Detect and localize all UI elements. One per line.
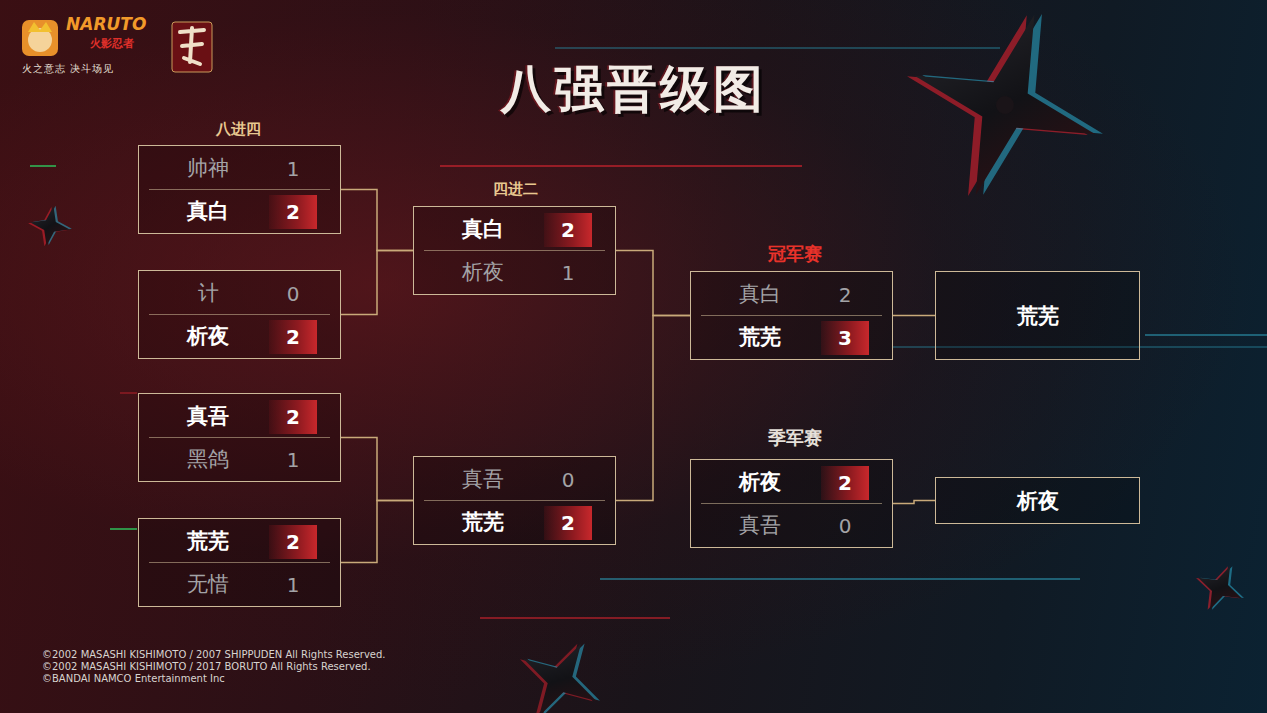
player-row: 析夜2 <box>149 316 331 357</box>
match-score: 1 <box>269 152 317 186</box>
winner-name: 荒芜 <box>936 272 1139 359</box>
player-row: 黑鸽1 <box>149 439 331 480</box>
event-logo <box>172 22 212 72</box>
player-name: 真吾 <box>424 459 542 500</box>
match-box: 计0析夜2 <box>138 270 341 359</box>
player-name: 真白 <box>701 274 819 315</box>
match-score: 2 <box>544 213 592 247</box>
match-score: 2 <box>821 466 869 500</box>
match-score: 0 <box>269 277 317 311</box>
player-row: 无惜1 <box>149 564 331 605</box>
player-name: 无惜 <box>149 564 267 605</box>
bracket-line <box>341 501 413 563</box>
player-name: 析夜 <box>149 316 267 357</box>
player-row: 真白2 <box>701 274 883 315</box>
player-name: 荒芜 <box>149 521 267 562</box>
player-name: 真吾 <box>701 505 819 546</box>
player-row: 荒芜3 <box>701 317 883 358</box>
match-score: 2 <box>269 195 317 229</box>
shuriken-bottom <box>499 619 621 713</box>
player-name: 黑鸽 <box>149 439 267 480</box>
page-title: 八强晋级图 <box>0 56 1267 123</box>
match-box: 真吾0荒芜2 <box>413 456 616 545</box>
bracket-line <box>341 190 413 251</box>
round-heading: 冠军赛 <box>768 242 822 266</box>
game-logo-subtitle: 火影忍者 <box>90 36 134 51</box>
player-name: 帅神 <box>149 148 267 189</box>
match-score: 3 <box>821 321 869 355</box>
row-divider <box>424 250 605 251</box>
match-box: 帅神1真白2 <box>138 145 341 234</box>
match-box: 真白2荒芜3 <box>690 271 893 360</box>
player-row: 析夜2 <box>701 462 883 503</box>
match-box: 析夜2真吾0 <box>690 459 893 548</box>
match-box: 真白2析夜1 <box>413 206 616 295</box>
player-name: 真白 <box>149 191 267 232</box>
shuriken-right <box>1186 554 1254 621</box>
bracket-line <box>616 316 690 501</box>
player-row: 帅神1 <box>149 148 331 189</box>
match-box: 真吾2黑鸽1 <box>138 393 341 482</box>
round-heading: 四进二 <box>493 180 538 199</box>
match-score: 1 <box>269 443 317 477</box>
winner-box: 荒芜 <box>935 271 1140 360</box>
game-logo-icon <box>22 20 58 56</box>
copyright-line: ©2002 MASASHI KISHIMOTO / 2017 BORUTO Al… <box>42 661 371 672</box>
winner-name: 析夜 <box>936 478 1139 523</box>
player-row: 计0 <box>149 273 331 314</box>
bracket-line <box>341 251 413 315</box>
match-score: 1 <box>544 256 592 290</box>
row-divider <box>149 314 330 315</box>
row-divider <box>701 315 882 316</box>
row-divider <box>424 500 605 501</box>
player-row: 真吾0 <box>701 505 883 546</box>
player-row: 真白2 <box>424 209 606 250</box>
player-row: 真白2 <box>149 191 331 232</box>
bracket-line <box>341 438 413 501</box>
row-divider <box>149 562 330 563</box>
row-divider <box>149 189 330 190</box>
player-name: 真吾 <box>149 396 267 437</box>
player-row: 荒芜2 <box>149 521 331 562</box>
shuriken-small <box>25 201 76 250</box>
player-row: 真吾2 <box>149 396 331 437</box>
row-divider <box>149 437 330 438</box>
match-score: 2 <box>269 525 317 559</box>
match-box: 荒芜2无惜1 <box>138 518 341 607</box>
player-name: 析夜 <box>701 462 819 503</box>
winner-box: 析夜 <box>935 477 1140 524</box>
player-name: 荒芜 <box>701 317 819 358</box>
match-score: 0 <box>544 463 592 497</box>
match-score: 2 <box>544 506 592 540</box>
bracket-line <box>616 251 690 316</box>
player-name: 荒芜 <box>424 502 542 543</box>
match-score: 0 <box>821 509 869 543</box>
player-row: 荒芜2 <box>424 502 606 543</box>
match-score: 2 <box>821 278 869 312</box>
game-logo-text: NARUTO <box>66 14 146 34</box>
shuriken-large <box>878 0 1133 230</box>
match-score: 2 <box>269 400 317 434</box>
match-score: 2 <box>269 320 317 354</box>
player-name: 析夜 <box>424 252 542 293</box>
slogan: 火之意志 决斗场见 <box>22 62 114 76</box>
round-heading: 季军赛 <box>768 426 822 450</box>
copyright-line: ©2002 MASASHI KISHIMOTO / 2007 SHIPPUDEN… <box>42 649 386 660</box>
player-row: 析夜1 <box>424 252 606 293</box>
match-score: 1 <box>269 568 317 602</box>
copyright-line: ©BANDAI NAMCO Entertainment Inc <box>42 673 225 684</box>
bracket-line <box>893 315 935 317</box>
row-divider <box>701 503 882 504</box>
round-heading: 八进四 <box>216 120 261 139</box>
player-row: 真吾0 <box>424 459 606 500</box>
bracket-line <box>893 501 935 504</box>
player-name: 真白 <box>424 209 542 250</box>
player-name: 计 <box>149 273 267 314</box>
